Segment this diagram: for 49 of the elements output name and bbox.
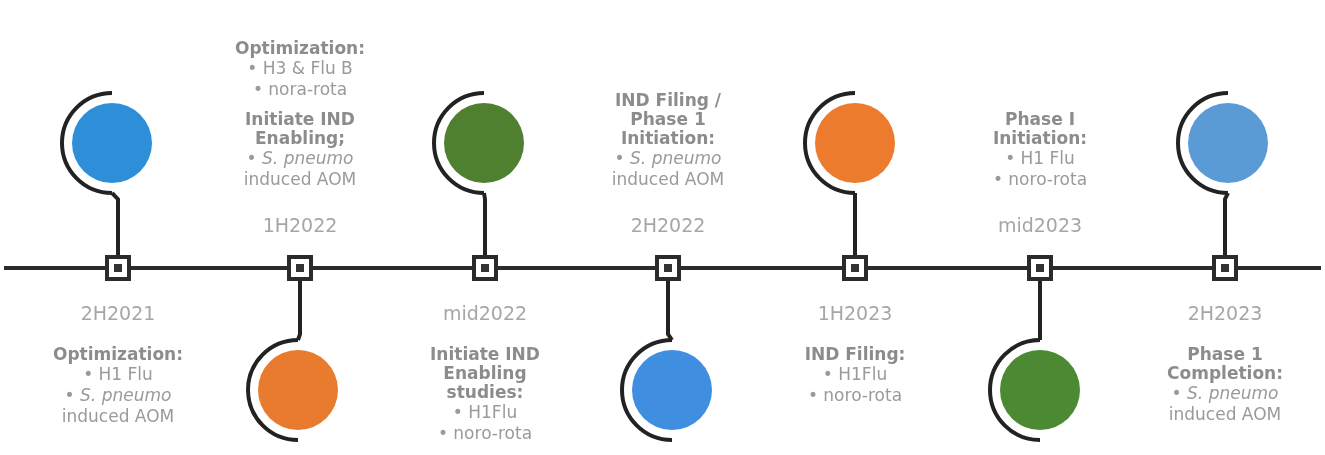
list-item: • H3 & Flu B xyxy=(246,58,354,79)
milestone-heading: Optimization: xyxy=(52,345,184,364)
list-item: • H1 Flu xyxy=(1004,148,1076,169)
connector-line xyxy=(666,281,674,342)
list-item: • S. pneumo induced AOM xyxy=(60,385,176,427)
list-item: • S. pneumo induced AOM xyxy=(1167,383,1283,425)
milestone-heading: Phase I Initiation: xyxy=(991,110,1089,148)
milestone-circle xyxy=(431,90,527,196)
date-label: 1H2022 xyxy=(261,214,339,236)
milestone-heading: Initiate IND Enabling studies: xyxy=(429,345,541,402)
milestone-heading: IND Filing: xyxy=(803,345,907,364)
milestone-marker xyxy=(1027,255,1053,281)
milestone-circle xyxy=(619,337,715,443)
connector-line xyxy=(853,193,857,255)
milestone-marker xyxy=(1212,255,1238,281)
milestone-circle xyxy=(802,90,898,196)
date-label: mid2022 xyxy=(441,302,529,324)
date-label: 2H2023 xyxy=(1186,302,1264,324)
list-item: • noro-rota xyxy=(806,385,904,406)
connector-line xyxy=(1038,281,1042,340)
milestone-marker xyxy=(655,255,681,281)
connector-line xyxy=(1223,192,1230,255)
date-label: 2H2022 xyxy=(629,214,707,236)
milestone-marker xyxy=(287,255,313,281)
milestone-marker xyxy=(105,255,131,281)
list-item: • H1Flu xyxy=(821,364,889,385)
milestone-circle xyxy=(245,337,341,443)
milestone-heading: Initiate IND Enabling; xyxy=(244,110,356,148)
list-item: • nora-rota xyxy=(251,79,349,100)
milestone-heading: Optimization: xyxy=(234,39,366,58)
connector-line xyxy=(296,281,302,341)
date-label: 1H2023 xyxy=(816,302,894,324)
milestone-circle xyxy=(59,90,155,196)
list-item: • H1Flu xyxy=(451,402,519,423)
connector-line xyxy=(482,192,487,255)
list-item: • noro-rota xyxy=(991,169,1089,190)
milestone-marker xyxy=(842,255,868,281)
milestone-circle xyxy=(1175,90,1271,196)
milestone-marker xyxy=(472,255,498,281)
milestone-heading: IND Filing / Phase 1 Initiation: xyxy=(613,91,723,148)
milestone-heading: Phase 1 Completion: xyxy=(1166,345,1284,383)
list-item: • S. pneumo induced AOM xyxy=(610,148,726,190)
date-label: 2H2021 xyxy=(79,302,157,324)
list-item: • S. pneumo induced AOM xyxy=(242,148,358,190)
date-label: mid2023 xyxy=(996,214,1084,236)
list-item: • H1 Flu xyxy=(82,364,154,385)
connector-line xyxy=(110,191,120,255)
list-item: • noro-rota xyxy=(436,423,534,444)
milestone-circle xyxy=(987,337,1083,443)
